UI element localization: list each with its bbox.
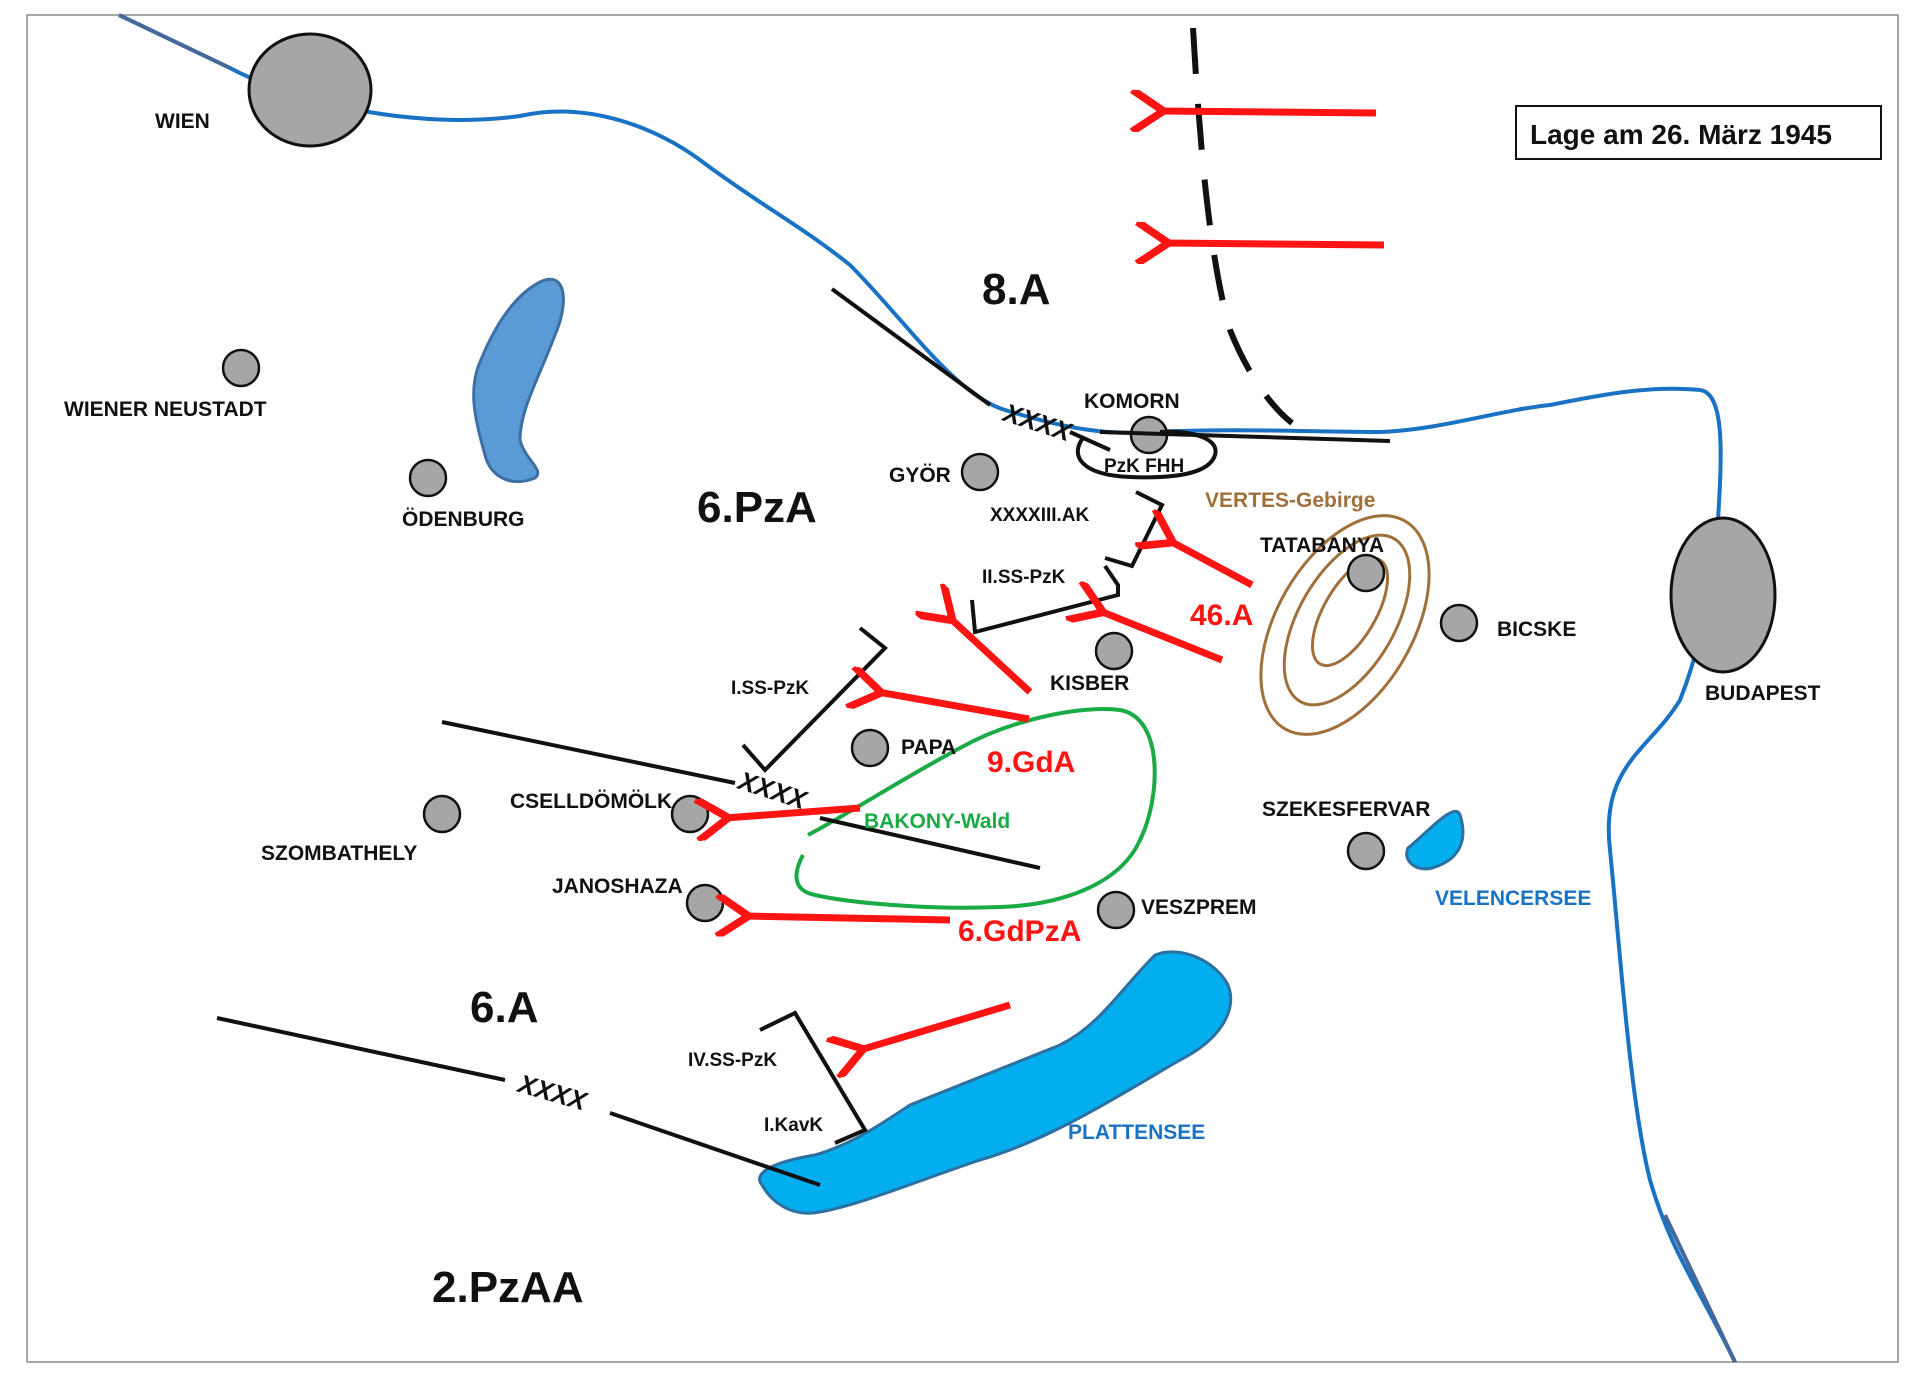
label-szekesfervar: SZEKESFERVAR: [1262, 798, 1430, 821]
label-oedenburg: ÖDENBURG: [402, 508, 525, 531]
lake-balaton: [758, 950, 1233, 1215]
label-celldoemoelk: CSELLDÖMÖLK: [510, 790, 672, 813]
label-budapest: BUDAPEST: [1705, 682, 1821, 705]
map-frame: [26, 14, 1899, 1363]
soviet-arrow-north-2: [1165, 243, 1385, 245]
szekesfervar-marker: [1346, 831, 1386, 871]
label-i-ss-pzk: I.SS-PzK: [731, 678, 809, 699]
label-papa: PAPA: [901, 736, 956, 759]
soviet-arrow-south: [860, 1001, 1012, 1050]
xxxxiii-ak-front: [1104, 490, 1165, 569]
danube-upper-stretch: [118, 13, 231, 70]
label-wiener-neustadt: WIENER NEUSTADT: [64, 398, 267, 421]
label-ii-ss-pzk: II.SS-PzK: [982, 567, 1066, 588]
soviet-arrow-46a-upper: [1170, 541, 1254, 589]
lake-velence: [1405, 809, 1465, 871]
boundary-marker-north: XXXX: [998, 397, 1077, 448]
boundary-marker-middle: XXXX: [733, 765, 812, 816]
wiener-neustadt-marker: [221, 348, 261, 388]
label-velencersee: VELENCERSEE: [1435, 887, 1591, 910]
tatabanya-marker: [1346, 553, 1386, 593]
label-army-8a: 8.A: [982, 265, 1050, 314]
boundary-8a-6pza: [830, 287, 992, 407]
soviet-arrow-9gda-west: [878, 692, 1030, 723]
label-plattensee: PLATTENSEE: [1068, 1121, 1205, 1144]
budapest-marker: [1669, 516, 1777, 674]
lake-neusiedl: [472, 278, 565, 484]
soviet-arrow-46a-lower: [1100, 611, 1224, 664]
label-bakony-wald: BAKONY-Wald: [864, 810, 1010, 833]
soviet-arrow-bakony: [725, 808, 861, 818]
i-ss-pzk-front: [741, 626, 888, 773]
oedenburg-marker: [408, 458, 448, 498]
kisber-marker: [1094, 631, 1134, 671]
vertes-mountains: [1259, 514, 1431, 736]
boundary-6pza-6a: [441, 720, 736, 785]
label-pzk-fhh: PzK FHH: [1104, 456, 1184, 477]
label-soviet-9gda: 9.GdA: [987, 746, 1075, 779]
soviet-arrow-6gdpza: [745, 916, 951, 920]
veszprem-marker: [1096, 890, 1136, 930]
szombathely-marker: [422, 794, 462, 834]
boundary-6a-2pzaa-b: [609, 1111, 821, 1187]
celldoemoelk-marker: [670, 794, 710, 834]
bicske-marker: [1439, 603, 1479, 643]
janoshaza-marker: [685, 883, 725, 923]
map-title: Lage am 26. März 1945: [1530, 119, 1832, 150]
label-vertes-gebirge: VERTES-Gebirge: [1205, 489, 1375, 512]
wien-marker: [247, 32, 373, 148]
label-army-6pza: 6.PzA: [697, 483, 817, 532]
label-veszprem: VESZPREM: [1141, 896, 1257, 919]
pzk-fhh-bridgehead: [1075, 429, 1218, 480]
label-komorn: KOMORN: [1084, 390, 1180, 413]
danube-river: [118, 13, 1737, 1363]
label-wien: WIEN: [155, 110, 210, 133]
front-danube-segment: [1099, 430, 1391, 443]
soviet-front-line: [1190, 27, 1294, 426]
label-kisber: KISBER: [1050, 672, 1129, 695]
title-box: [1515, 105, 1882, 160]
label-i-kavk: I.KavK: [764, 1115, 823, 1136]
soviet-arrow-9gda-north: [950, 618, 1033, 695]
soviet-arrow-north-1: [1160, 111, 1377, 113]
ii-ss-pzk-front: [970, 564, 1120, 635]
label-bicske: BICSKE: [1497, 618, 1576, 641]
label-tatabanya: TATABANYA: [1260, 534, 1384, 557]
label-army-2pzaa: 2.PzAA: [432, 1263, 584, 1312]
boundary-6a-2pzaa: [216, 1016, 506, 1082]
label-army-6a: 6.A: [470, 983, 538, 1032]
gyoer-marker: [960, 452, 1000, 492]
boundary-marker-south: XXXX: [513, 1068, 591, 1117]
german-front-lines: [216, 287, 1391, 1187]
label-iv-ss-pzk: IV.SS-PzK: [688, 1050, 777, 1071]
label-xxxxiii-ak: XXXXIII.AK: [990, 505, 1090, 526]
label-soviet-46a: 46.A: [1190, 599, 1253, 632]
label-soviet-6gdpza: 6.GdPzA: [958, 915, 1081, 948]
label-gyoer: GYÖR: [889, 464, 951, 487]
boundary-6pza-6a-b: [819, 816, 1041, 870]
label-janoshaza: JANOSHAZA: [552, 875, 683, 898]
boundary-8a-6pza-b: [1069, 430, 1111, 452]
bakony-forest-outline: [794, 707, 1157, 910]
papa-marker: [850, 728, 890, 768]
label-szombathely: SZOMBATHELY: [261, 842, 417, 865]
danube-lower-stretch: [1663, 1214, 1737, 1363]
